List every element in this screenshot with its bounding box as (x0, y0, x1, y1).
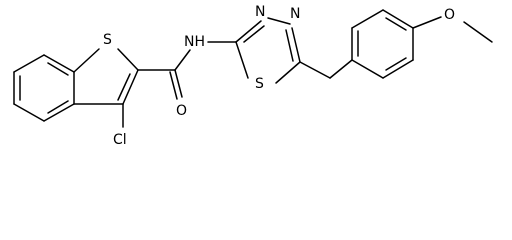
atom-chlorine: Cl (113, 132, 127, 148)
atom-carbonyl-o: O (176, 103, 187, 119)
chemical-structure: S Cl NH O N N S O (13, 4, 493, 148)
benzene-ring-left (13, 54, 75, 122)
methoxy-group (412, 16, 493, 43)
thiadiazole-ring (235, 17, 301, 84)
atom-thiadiazole-n1: N (255, 4, 265, 20)
benzyl-linker (299, 59, 353, 79)
atom-thiadiazole-n2: N (290, 6, 300, 22)
atom-thiophene-s: S (103, 32, 112, 48)
atom-amide-nh: NH (184, 34, 205, 50)
benzene-ring-right (351, 9, 414, 79)
thiophene-ring (73, 48, 139, 105)
amide-group (137, 49, 191, 100)
atom-thiadiazole-s: S (255, 76, 264, 92)
atom-methoxy-o: O (444, 7, 455, 23)
